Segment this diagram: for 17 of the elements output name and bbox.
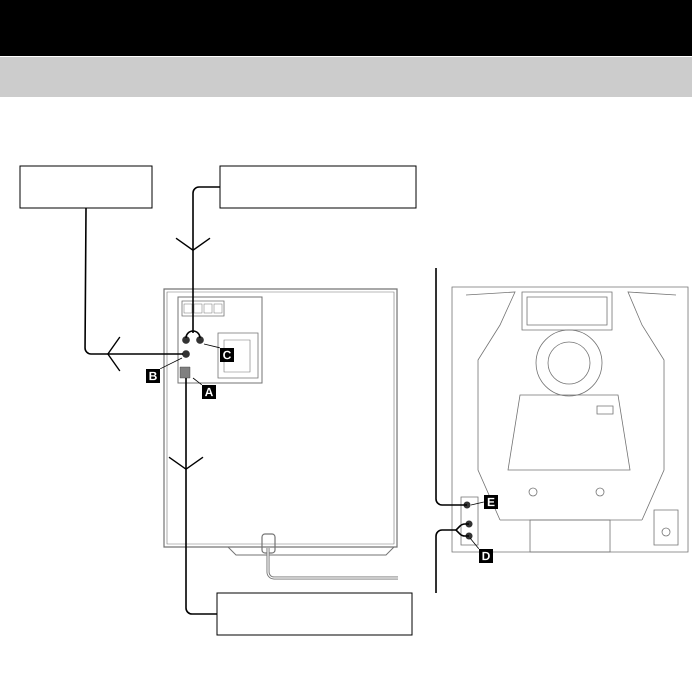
label-box <box>220 166 416 208</box>
cable-line <box>435 268 467 506</box>
leader-line <box>192 378 202 386</box>
label-box <box>216 592 412 636</box>
label-box <box>20 166 152 208</box>
leader-line <box>470 538 480 550</box>
leader-line <box>160 358 182 370</box>
cable-line <box>168 378 216 615</box>
leader-line <box>470 502 484 506</box>
callout-letter: B <box>146 369 160 383</box>
callout-letter: D <box>479 549 493 563</box>
cable-line <box>84 208 183 372</box>
cable-line <box>176 186 220 333</box>
subwoofer-drawing <box>163 288 398 580</box>
cable-line <box>435 529 456 593</box>
leader-line <box>204 344 220 348</box>
stereo-unit-drawing <box>452 286 688 552</box>
